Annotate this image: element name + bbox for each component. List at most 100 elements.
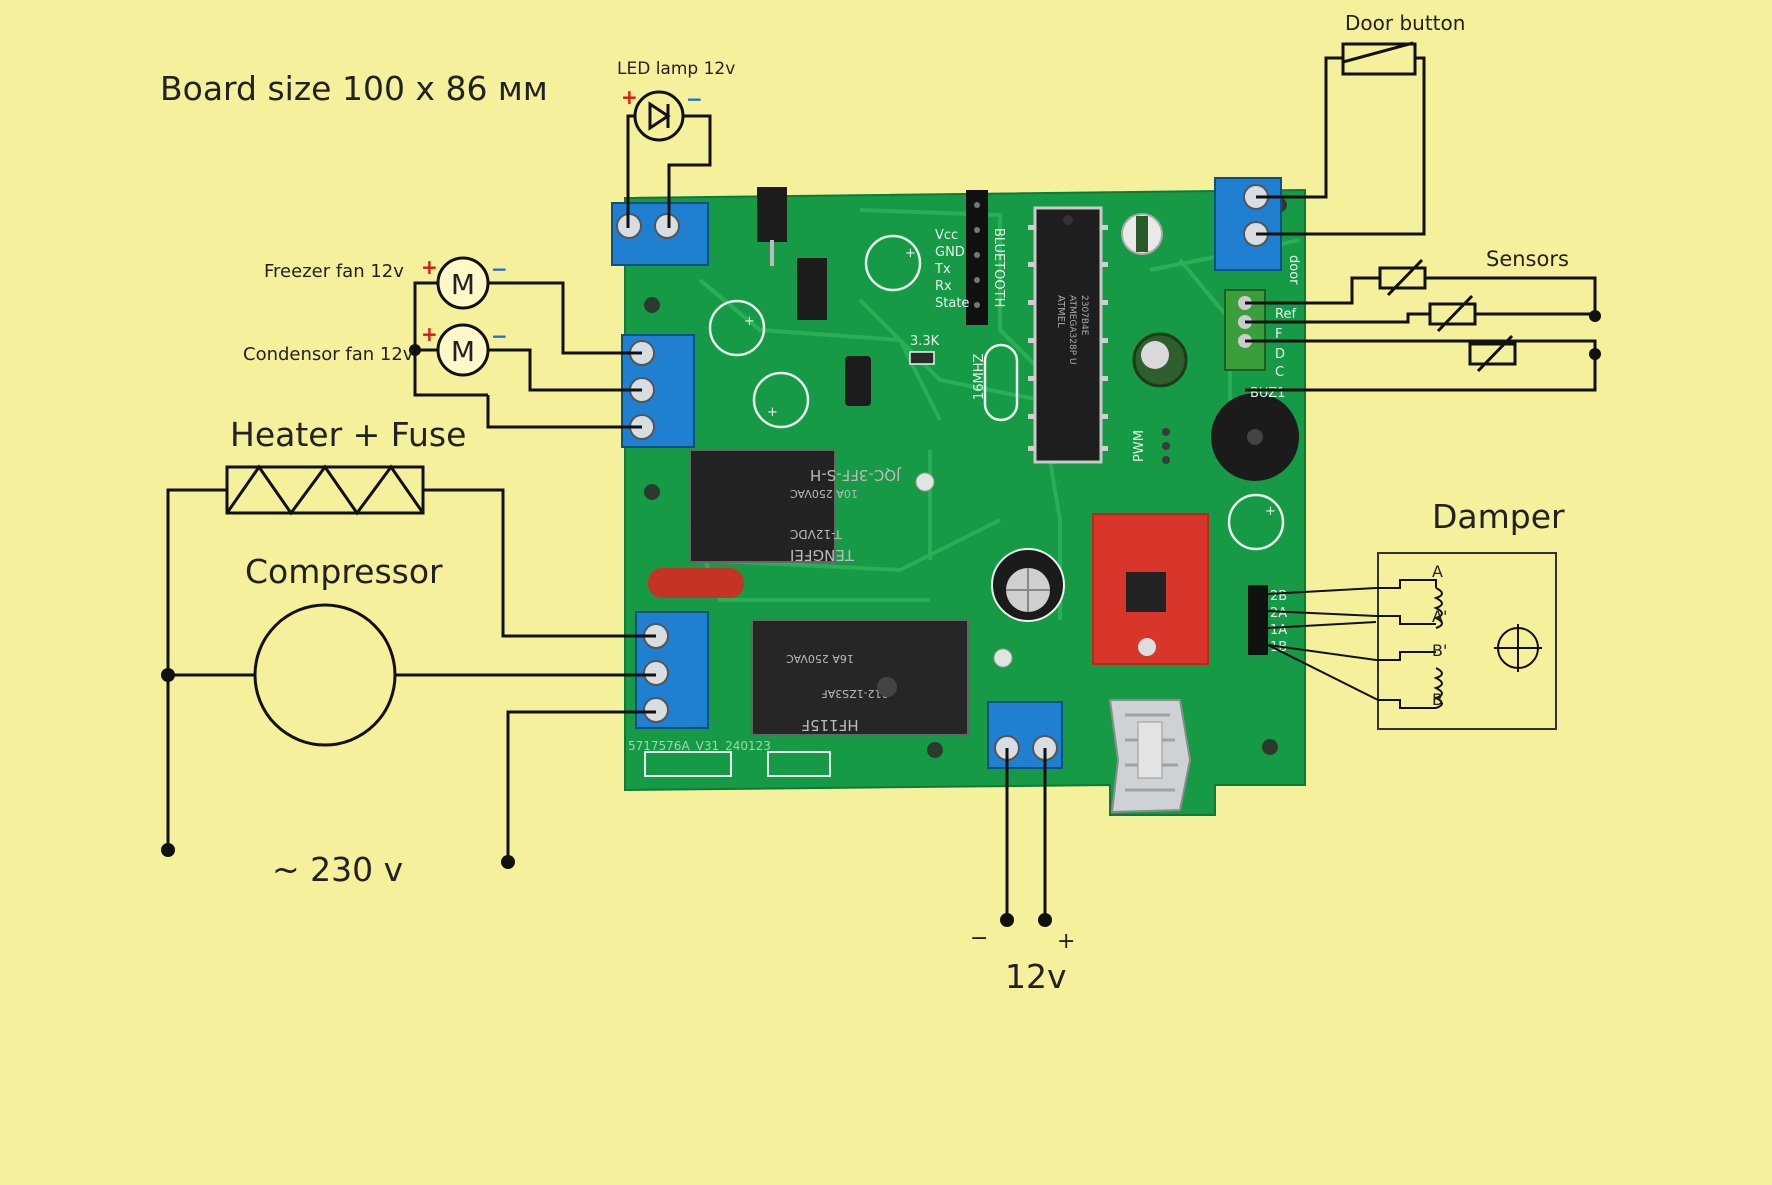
bluetooth-label: BLUETOOTH <box>991 228 1006 307</box>
film-capacitor <box>648 568 744 598</box>
mains-terminal-right <box>501 855 515 869</box>
condensor-fan-label: Condensor fan 12v <box>243 344 414 365</box>
power-12v-circuit <box>1000 748 1052 927</box>
mounting-hole <box>644 484 660 500</box>
led-lamp-circuit <box>626 90 712 228</box>
electrolytic-capacitor <box>1132 332 1188 388</box>
sensors-label: Sensors <box>1486 247 1569 271</box>
sensor-pin-label: Ref <box>1275 307 1296 322</box>
board-size-label: Board size 100 x 86 мм <box>160 69 548 108</box>
damper-pin-label: 1B <box>1270 640 1287 655</box>
led-plus-sign: + <box>621 85 638 109</box>
relay-heater: JQC-3FF-S-H 10A 250VAC T-12VDC TENGFEI <box>689 449 902 564</box>
damper-coil-label: A' <box>1432 607 1447 626</box>
header-pin-label: Vcc <box>935 228 958 243</box>
header-pin-label: Rx <box>935 279 952 294</box>
svg-text:T-12VDC: T-12VDC <box>790 527 843 541</box>
led <box>915 472 935 492</box>
condensor-plus-sign: + <box>421 322 438 346</box>
svg-text:+: + <box>905 246 916 261</box>
pcb-board: + + + + Vcc GND Tx Rx State BLUETOOTH <box>624 187 1306 816</box>
led <box>993 648 1013 668</box>
motor-symbol: M <box>451 268 475 301</box>
damper-pin-label: 1A <box>1270 623 1287 638</box>
supply-minus-label: − <box>970 926 988 951</box>
sensor-pin-label: D <box>1275 347 1285 362</box>
header-pin-label: Tx <box>934 262 951 277</box>
bluetooth-header <box>966 190 988 325</box>
damper-coil-label: A <box>1432 562 1443 581</box>
heater-label: Heater + Fuse <box>230 415 466 454</box>
sensor-pin-label: F <box>1275 327 1282 342</box>
terminal-led <box>611 202 709 266</box>
terminal-door <box>1214 177 1282 271</box>
svg-text:3.3K: 3.3K <box>910 334 940 349</box>
board-code: 5717576A_V31_240123 <box>628 739 771 753</box>
damper-motor: A A' B' B <box>1267 552 1557 730</box>
fan-circuit <box>409 256 642 429</box>
cap-footprint <box>864 234 922 292</box>
supply-voltage-label: 12v <box>1005 957 1067 996</box>
freezer-minus-sign: − <box>491 257 508 281</box>
sensor-pin-label: C <box>1275 365 1284 380</box>
svg-text:+: + <box>744 314 755 329</box>
mains-voltage-label: ~ 230 v <box>272 850 403 889</box>
chip-text: 2307B4E <box>1079 295 1089 336</box>
small-capacitor <box>1121 213 1163 255</box>
mounting-hole <box>1262 739 1278 755</box>
chip-brand: ATMEL <box>1055 295 1066 328</box>
door-button-label: Door button <box>1345 11 1465 35</box>
header-pin-label: GND <box>935 245 965 260</box>
crystal: 16MHZ <box>972 343 1019 422</box>
led-lamp-label: LED lamp 12v <box>617 59 735 79</box>
cap-footprint <box>1227 493 1285 551</box>
relay-compressor: HF115F 012-1ZS3AF 16A 250VAC <box>751 619 969 736</box>
chip-text: ATMEGA328P U <box>1067 295 1077 365</box>
cap-footprint <box>752 371 810 429</box>
voltage-regulator <box>757 187 827 320</box>
sensors-circuit <box>1245 258 1601 392</box>
damper-label: Damper <box>1432 497 1565 536</box>
svg-text:HF115F: HF115F <box>801 716 858 734</box>
compressor-label: Compressor <box>245 552 443 591</box>
mounting-hole <box>927 742 943 758</box>
damper-pin-label: 2A <box>1270 606 1287 621</box>
damper-header <box>1248 585 1268 655</box>
freezer-plus-sign: + <box>421 255 438 279</box>
terminal-mains <box>635 611 709 729</box>
svg-text:TENGFEI: TENGFEI <box>790 546 855 564</box>
terminal-power <box>987 701 1063 769</box>
mains-terminal-left <box>161 843 175 857</box>
heatsink <box>1108 699 1192 814</box>
header-pin-label: State <box>935 296 969 311</box>
damper-coil-label: B <box>1432 690 1443 709</box>
svg-text:16MHZ: 16MHZ <box>972 353 987 400</box>
transistor <box>845 356 871 406</box>
svg-text:012-1ZS3AF: 012-1ZS3AF <box>821 687 888 700</box>
supply-plus-label: + <box>1057 929 1075 954</box>
condensor-minus-sign: − <box>491 324 508 348</box>
svg-text:16A 250VAC: 16A 250VAC <box>786 652 854 665</box>
svg-text:+: + <box>1265 504 1276 519</box>
compressor-circuit <box>161 603 656 869</box>
pwm-label: PWM <box>1132 430 1147 462</box>
freezer-fan-label: Freezer fan 12v <box>264 261 404 282</box>
motor-symbol: M <box>451 335 475 368</box>
svg-text:10A 250VAC: 10A 250VAC <box>790 487 858 500</box>
stepper-driver-module <box>1092 513 1209 665</box>
door-pcb-label: door <box>1286 255 1301 285</box>
heater-circuit <box>166 464 656 850</box>
mounting-hole <box>644 297 660 313</box>
resistor-3k3: 3.3K <box>909 334 940 365</box>
svg-text:BUZ1: BUZ1 <box>1250 386 1285 401</box>
door-button-circuit <box>1256 41 1426 236</box>
damper-pin-label: 2B <box>1270 589 1287 604</box>
microcontroller-chip: ATMEL ATMEGA328P U 2307B4E <box>1028 206 1108 464</box>
led-minus-sign: − <box>686 87 703 111</box>
svg-text:JQC-3FF-S-H: JQC-3FF-S-H <box>810 466 902 484</box>
large-capacitor <box>991 548 1065 622</box>
svg-text:+: + <box>767 405 778 420</box>
cap-footprint <box>708 299 766 357</box>
damper-coil-label: B' <box>1432 641 1447 660</box>
